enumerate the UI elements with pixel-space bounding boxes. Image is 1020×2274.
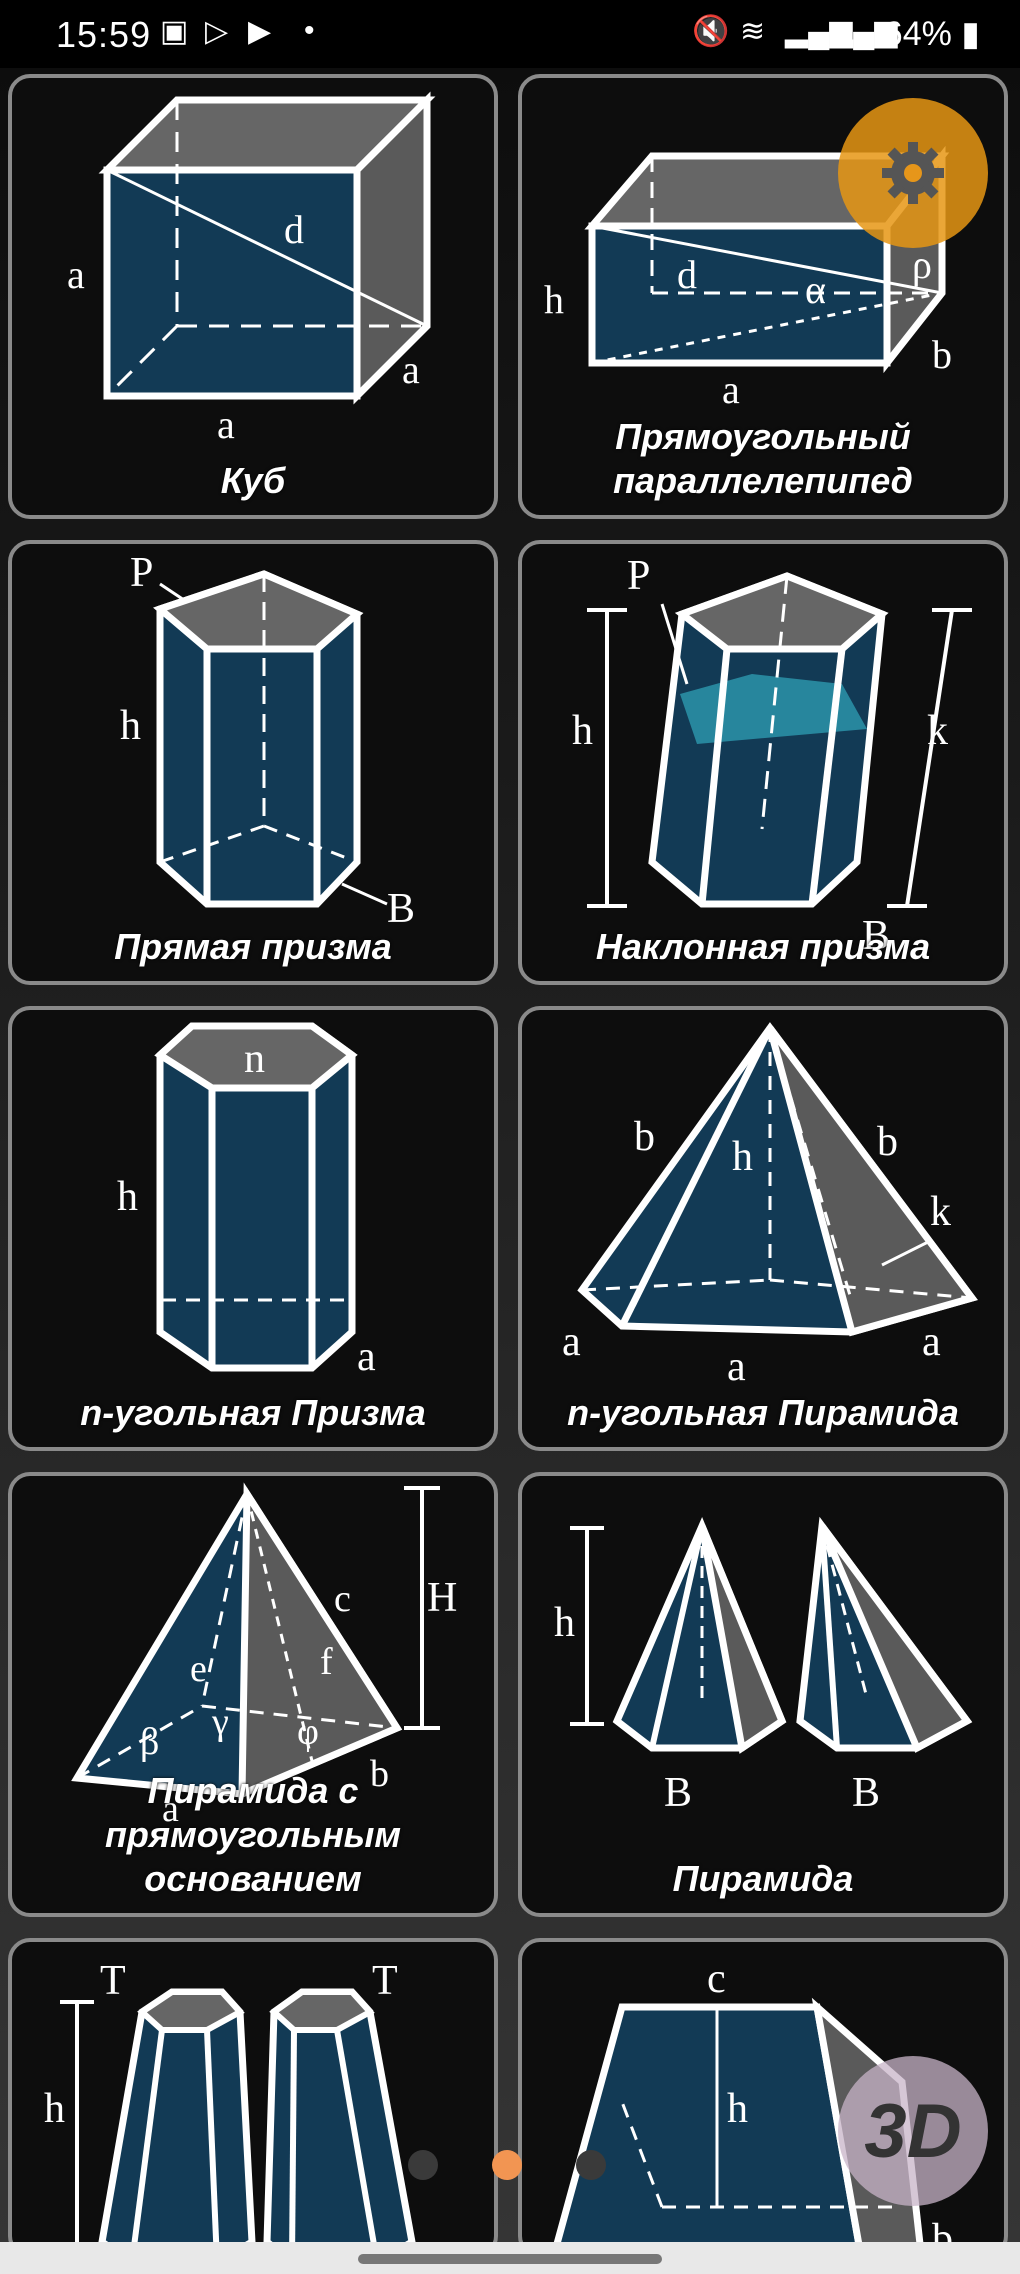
- play-store-icon: ▷: [205, 15, 229, 48]
- truncated-pyramids-letter: T: [100, 1958, 126, 2004]
- cube-letter: a: [217, 402, 235, 447]
- card-truncated-pyramids[interactable]: T T h: [8, 1938, 498, 2258]
- n-gon-prism-letter: h: [117, 1174, 138, 1220]
- 3d-view-button[interactable]: 3D: [838, 2056, 988, 2206]
- card-n-gon-prism[interactable]: n h a n-угольная Призма: [8, 1006, 498, 1451]
- n-gon-prism-figure: n h a: [117, 1022, 376, 1380]
- rect-pyramid-letter: γ: [211, 1701, 229, 1743]
- n-gon-pyramid-letter: b: [634, 1114, 655, 1160]
- rect-pyramid-letter: a: [162, 1788, 179, 1830]
- cube-letter: a: [402, 347, 420, 392]
- card-label: Прямая призма: [114, 926, 392, 967]
- card-rect-pyramid[interactable]: H c e f β γ φ a b Пирамида с прямоугольн…: [8, 1472, 498, 1917]
- card-label: Пирамида: [672, 1858, 854, 1899]
- rect-pyramid-letter: c: [334, 1578, 351, 1620]
- rect-pyramid-letter: H: [427, 1575, 457, 1621]
- page-dot[interactable]: [408, 2150, 438, 2180]
- home-handle[interactable]: [358, 2254, 662, 2264]
- gallery-icon: ▣: [160, 15, 189, 48]
- n-gon-prism-letter: a: [357, 1334, 376, 1380]
- gear-icon: [882, 142, 944, 204]
- n-gon-pyramid-letter: a: [922, 1319, 941, 1365]
- rect-pyramid-figure: H c e f β γ φ a b: [71, 1482, 457, 1830]
- figure-grid: a d a a Куб h d α ρ a b Прямоугольный па…: [0, 68, 1020, 2258]
- pyramids-letter: h: [554, 1600, 575, 1646]
- cuboid-letter: α: [805, 267, 826, 312]
- cuboid-letter: d: [677, 252, 697, 297]
- right-prism-figure: P h B: [120, 550, 415, 932]
- pyramids-figure: h B B: [554, 1516, 973, 1816]
- card-right-prism[interactable]: P h B Прямая призма: [8, 540, 498, 985]
- youtube-icon: ▶: [248, 15, 272, 48]
- settings-button[interactable]: [838, 98, 988, 248]
- card-label: Куб: [220, 460, 286, 501]
- card-cube[interactable]: a d a a Куб: [8, 74, 498, 519]
- cuboid-letter: a: [722, 367, 740, 412]
- truncated-pyramids-letter: T: [372, 1958, 398, 2004]
- n-gon-prism-letter: n: [244, 1036, 265, 1082]
- cube-figure: a d a a: [67, 91, 436, 447]
- n-gon-pyramid-letter: a: [562, 1319, 581, 1365]
- n-gon-pyramid-letter: k: [930, 1189, 951, 1235]
- right-prism-letter: h: [120, 703, 141, 749]
- wifi-icon: ≋: [740, 15, 766, 48]
- n-gon-pyramid-letter: a: [727, 1344, 746, 1390]
- card-label: Пирамида с прямоугольным основанием: [104, 1770, 402, 1899]
- page-dot[interactable]: [576, 2150, 606, 2180]
- right-prism-letter: B: [387, 886, 415, 932]
- card-pyramids[interactable]: h B B Пирамида: [518, 1472, 1008, 1917]
- page-dot-active[interactable]: [492, 2150, 522, 2180]
- status-bar: 15:59 ▣ ▷ ▶ • 🔇 ≋ ▂▄▆ ▂▄▆ 64% ▮: [0, 0, 1020, 68]
- oblique-prism-letter: P: [627, 553, 650, 599]
- rect-pyramid-letter: φ: [297, 1711, 319, 1753]
- gesture-nav-bar: [0, 2242, 1020, 2274]
- rect-pyramid-letter: b: [370, 1753, 389, 1795]
- mute-icon: 🔇: [692, 15, 730, 48]
- oblique-prism-figure: P h k B: [572, 553, 972, 959]
- pyramids-letter: B: [664, 1770, 692, 1816]
- battery-icon: 64% ▮: [883, 15, 980, 53]
- cuboid-letter: b: [932, 332, 952, 377]
- signal-icon: ▂▄▆: [830, 15, 898, 48]
- rect-pyramid-letter: f: [320, 1641, 333, 1683]
- oblique-prism-letter: B: [862, 913, 890, 959]
- card-oblique-prism[interactable]: P h k B Наклонная призма: [518, 540, 1008, 985]
- oblique-prism-letter: k: [927, 708, 948, 754]
- n-gon-pyramid-letter: h: [732, 1134, 753, 1180]
- card-label: Прямоугольный параллелепипед: [613, 416, 913, 501]
- status-time: 15:59: [56, 14, 152, 55]
- page-indicator: [408, 2150, 608, 2180]
- oblique-prism-letter: h: [572, 708, 593, 754]
- cube-letter: d: [284, 207, 304, 252]
- right-prism-letter: P: [130, 550, 153, 596]
- rect-pyramid-letter: e: [190, 1648, 207, 1690]
- cuboid-letter: ρ: [912, 242, 932, 287]
- rect-pyramid-letter: β: [140, 1721, 159, 1763]
- signal-r-icon: ▂▄▆: [785, 15, 853, 48]
- cuboid-letter: h: [544, 277, 564, 322]
- n-gon-pyramid-figure: b h b k a a a: [562, 1022, 978, 1390]
- dot-icon: •: [304, 14, 315, 47]
- trapezoid-prism-letter: h: [727, 2086, 748, 2132]
- card-label: n-угольная Призма: [80, 1392, 426, 1433]
- truncated-pyramids-letter: h: [44, 2086, 65, 2132]
- truncated-pyramids-figure: T T h: [44, 1958, 416, 2254]
- trapezoid-prism-letter: c: [707, 1956, 726, 2002]
- card-label: Наклонная призма: [595, 926, 931, 967]
- cube-letter: a: [67, 252, 85, 297]
- pyramids-letter: B: [852, 1770, 880, 1816]
- card-cuboid[interactable]: h d α ρ a b Прямоугольный параллелепипед: [518, 74, 1008, 519]
- n-gon-pyramid-letter: b: [877, 1119, 898, 1165]
- card-label: n-угольная Пирамида: [567, 1392, 959, 1433]
- 3d-label: 3D: [864, 2088, 962, 2174]
- card-n-gon-pyramid[interactable]: b h b k a a a n-угольная Пирамида: [518, 1006, 1008, 1451]
